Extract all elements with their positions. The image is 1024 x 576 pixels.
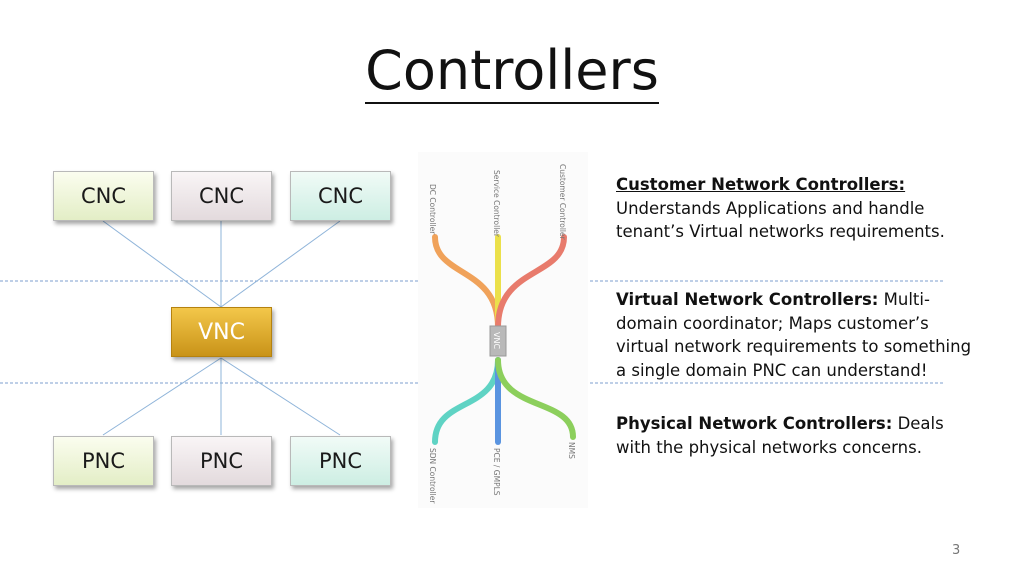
cnc-description: Customer Network Controllers: Understand… [616, 173, 986, 244]
pnc-box-1-label: PNC [81, 449, 126, 473]
curve-dc [432, 234, 501, 330]
label-customer: Customer Controller [558, 164, 567, 241]
label-service: Service Controller [492, 170, 501, 238]
label-dc: DC Controller [428, 184, 437, 235]
link-vnc-pnc1 [102, 357, 222, 436]
label-pce: PCE / GMPLS [492, 448, 501, 496]
pnc-box-2: PNC [171, 436, 272, 486]
cnc-box-2: CNC [171, 171, 272, 221]
pnc-box-3: PNC [290, 436, 391, 486]
label-vnc: VNC [492, 332, 501, 349]
pnc-description: Physical Network Controllers: Deals with… [616, 412, 946, 459]
pnc-box-1: PNC [53, 436, 154, 486]
cnc-description-heading: Customer Network Controllers: [616, 175, 906, 194]
pnc-description-heading: Physical Network Controllers: [616, 414, 893, 433]
slide-title-text: Controllers [365, 39, 659, 104]
link-cnc1-vnc [102, 220, 222, 308]
page-number: 3 [952, 543, 961, 558]
cnc-box-3: CNC [290, 171, 391, 221]
cnc-box-1: CNC [53, 171, 154, 221]
link-cnc3-vnc [220, 220, 341, 308]
controller-flow-svg: DC Controller Service Controller Custome… [428, 164, 576, 504]
slide-title: Controllers [0, 38, 1024, 104]
controller-flow-graphic: DC Controller Service Controller Custome… [418, 152, 588, 508]
link-vnc-pnc3 [220, 357, 341, 436]
vnc-box-label: VNC [198, 319, 245, 345]
cnc-description-text: Understands Applications and handle tena… [616, 198, 945, 242]
pnc-box-2-label: PNC [199, 449, 244, 473]
cnc-box-2-label: CNC [198, 184, 245, 208]
label-nms: NMS [567, 442, 576, 459]
curve-nms [495, 357, 576, 440]
cnc-box-1-label: CNC [80, 184, 127, 208]
curve-customer [495, 234, 567, 330]
vnc-description-text: Multi-domain coordinator; Maps customer’… [616, 290, 972, 380]
cnc-box-3-label: CNC [317, 184, 364, 208]
vnc-block [489, 325, 507, 357]
pnc-box-3-label: PNC [318, 449, 363, 473]
vnc-description-heading: Virtual Network Controllers: [616, 290, 879, 309]
pnc-description-text: Deals with the physical networks concern… [616, 414, 944, 457]
vnc-description: Virtual Network Controllers: Multi-domai… [616, 288, 986, 382]
label-sdn: SDN Controller [428, 448, 437, 504]
curve-sdn [432, 357, 501, 445]
vnc-box: VNC [171, 307, 272, 357]
